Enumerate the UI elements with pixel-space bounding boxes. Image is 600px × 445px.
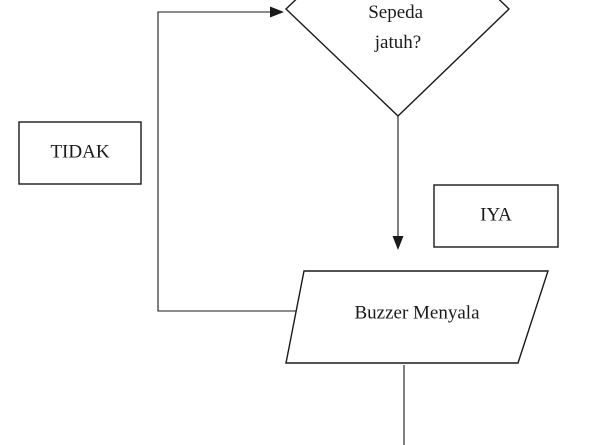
decision-to-process-arrowhead [392,236,404,250]
decision-text-line-1: Sepeda [368,2,423,23]
loop-back-edge [157,11,300,312]
decision-text: Sepeda jatuh? [368,2,428,53]
label-no-box [18,121,142,185]
label-no-text: TIDAK [50,141,109,162]
process-parallelogram [285,270,549,364]
loop-back-arrowhead [270,6,284,18]
label-yes-box [433,184,559,248]
process-text: Buzzer Menyala [354,302,480,323]
label-yes-text: IYA [480,204,512,225]
decision-diamond [284,0,511,117]
decision-text-line-2: jatuh? [374,32,421,53]
